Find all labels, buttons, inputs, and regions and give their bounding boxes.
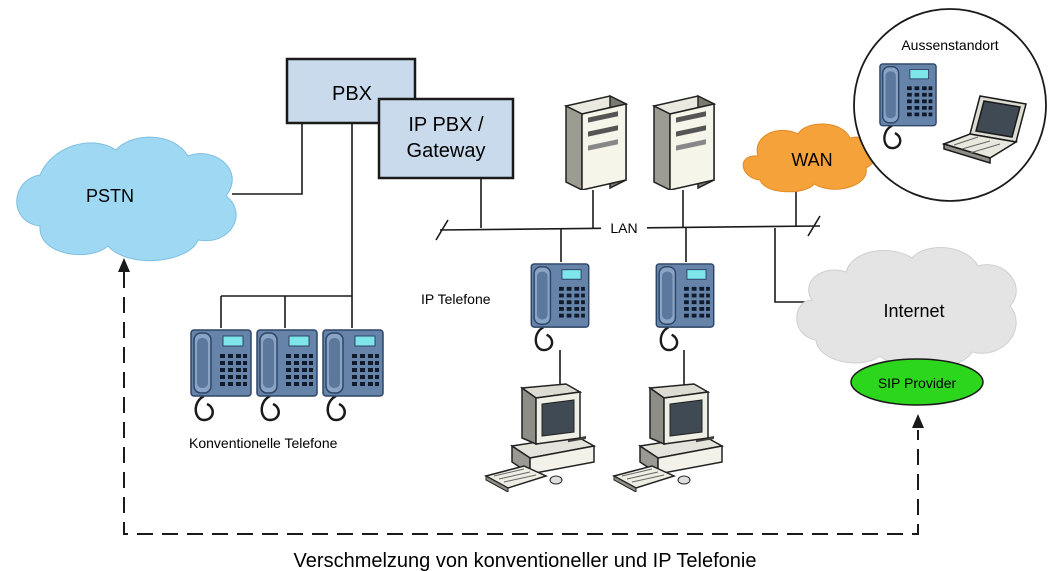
ip-pbx-gateway-box: IP PBX / Gateway bbox=[377, 97, 515, 180]
sip-provider-badge: SIP Provider bbox=[850, 358, 984, 406]
server-icon bbox=[565, 95, 627, 190]
server-icon bbox=[653, 95, 715, 190]
ip-pbx-label-line2: Gateway bbox=[407, 140, 486, 162]
pbx-label: PBX bbox=[332, 83, 372, 105]
ip-phone-icon bbox=[655, 262, 715, 352]
remote-site-label: Aussenstandort bbox=[901, 37, 998, 53]
ip-pbx-label-line1: IP PBX / bbox=[408, 114, 484, 136]
pstn-cloud: PSTN bbox=[16, 136, 237, 262]
lan-label-bg bbox=[601, 220, 647, 236]
wan-cloud: WAN bbox=[742, 123, 877, 193]
diagram-caption: Verschmelzung von konventioneller und IP… bbox=[294, 550, 757, 571]
ip-phones-label: IP Telefone bbox=[421, 291, 491, 307]
connections bbox=[220, 122, 821, 386]
desktop-computer-icon bbox=[485, 383, 595, 492]
wan-label: WAN bbox=[791, 150, 832, 170]
merge-path bbox=[123, 272, 919, 535]
ip-phone-icon bbox=[530, 262, 590, 352]
arrowhead-pstn bbox=[118, 258, 130, 272]
lan-label: LAN bbox=[610, 220, 637, 236]
conventional-phone-icon bbox=[322, 328, 384, 422]
laptop-icon bbox=[941, 95, 1027, 165]
pstn-label: PSTN bbox=[86, 186, 134, 206]
internet-cloud: Internet bbox=[796, 247, 1017, 370]
conventional-phone-icon bbox=[256, 328, 318, 422]
sip-provider-label: SIP Provider bbox=[878, 375, 957, 391]
internet-label: Internet bbox=[883, 301, 944, 321]
conventional-phones-label: Konventionelle Telefone bbox=[189, 435, 338, 451]
arrowhead-sip bbox=[912, 414, 924, 428]
conventional-phone-icon bbox=[190, 328, 252, 422]
desktop-computer-icon bbox=[613, 383, 723, 492]
